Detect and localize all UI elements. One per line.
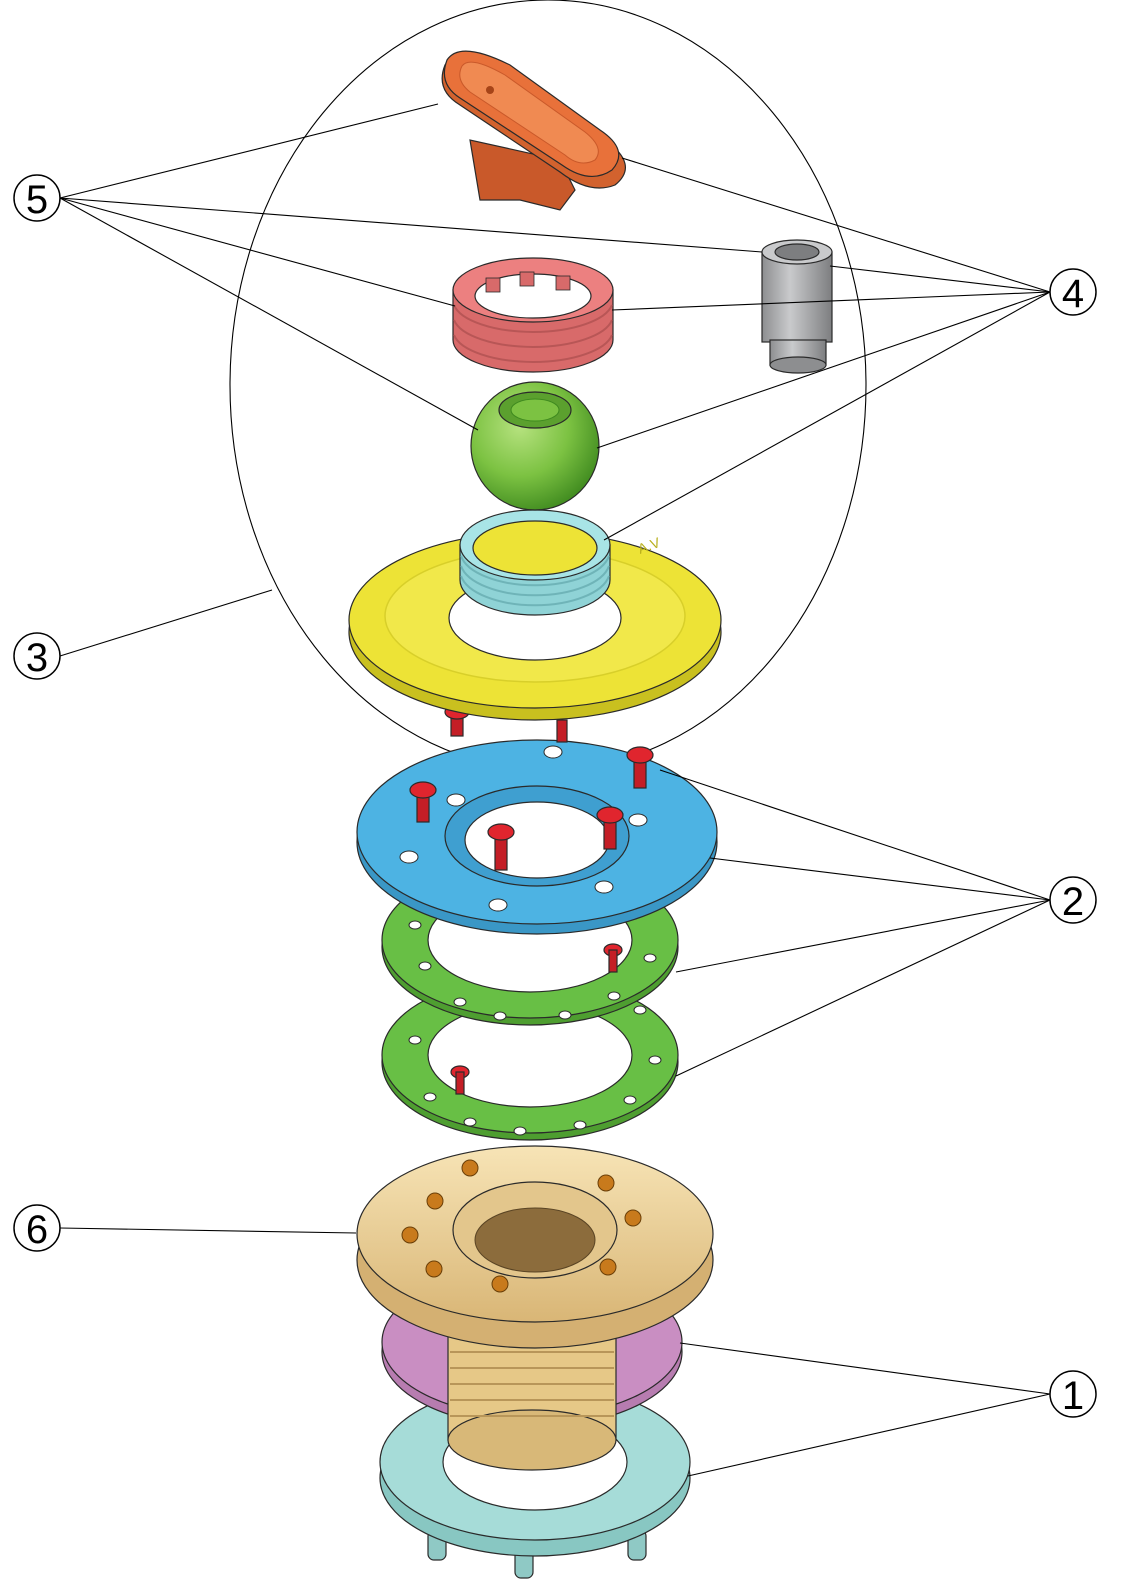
svg-text:A.V: A.V xyxy=(636,534,663,557)
callout-2-label: 2 xyxy=(1062,880,1084,924)
red-screw-5 xyxy=(487,823,515,871)
callout-3-label: 3 xyxy=(26,636,48,680)
red-screw-2 xyxy=(556,719,568,743)
beige-body xyxy=(356,1145,714,1471)
red-screw-6 xyxy=(596,806,624,850)
leader-lines-2 xyxy=(659,769,1051,1077)
callout-3: 3 xyxy=(13,632,61,680)
leader-lines-4 xyxy=(596,157,1051,541)
callout-5: 5 xyxy=(13,174,61,222)
callout-4: 4 xyxy=(1049,268,1097,316)
callout-4-label: 4 xyxy=(1062,272,1084,316)
leader-lines-5 xyxy=(59,103,763,431)
green-gasket-lower xyxy=(381,976,679,1141)
leader-lines-1 xyxy=(679,1342,1051,1477)
gray-tube xyxy=(761,239,833,374)
orange-key xyxy=(441,50,626,211)
callout-6: 6 xyxy=(13,1204,61,1252)
callout-6-label: 6 xyxy=(26,1208,48,1252)
red-screw-small-lower xyxy=(450,1065,470,1095)
callout-2: 2 xyxy=(1049,876,1097,924)
red-screw-small-upper xyxy=(603,943,623,973)
blue-flange xyxy=(356,739,718,935)
callout-1-label: 1 xyxy=(1062,1374,1084,1418)
callout-1: 1 xyxy=(1049,1370,1097,1418)
leader-lines-3 xyxy=(59,589,273,657)
pink-insert xyxy=(452,257,614,373)
red-screw-4 xyxy=(409,781,437,823)
red-screw-3 xyxy=(626,746,654,789)
cyan-threaded-ring xyxy=(459,509,611,616)
callout-5-label: 5 xyxy=(26,178,48,222)
green-ball xyxy=(470,381,600,511)
leader-lines-6 xyxy=(59,1227,357,1234)
